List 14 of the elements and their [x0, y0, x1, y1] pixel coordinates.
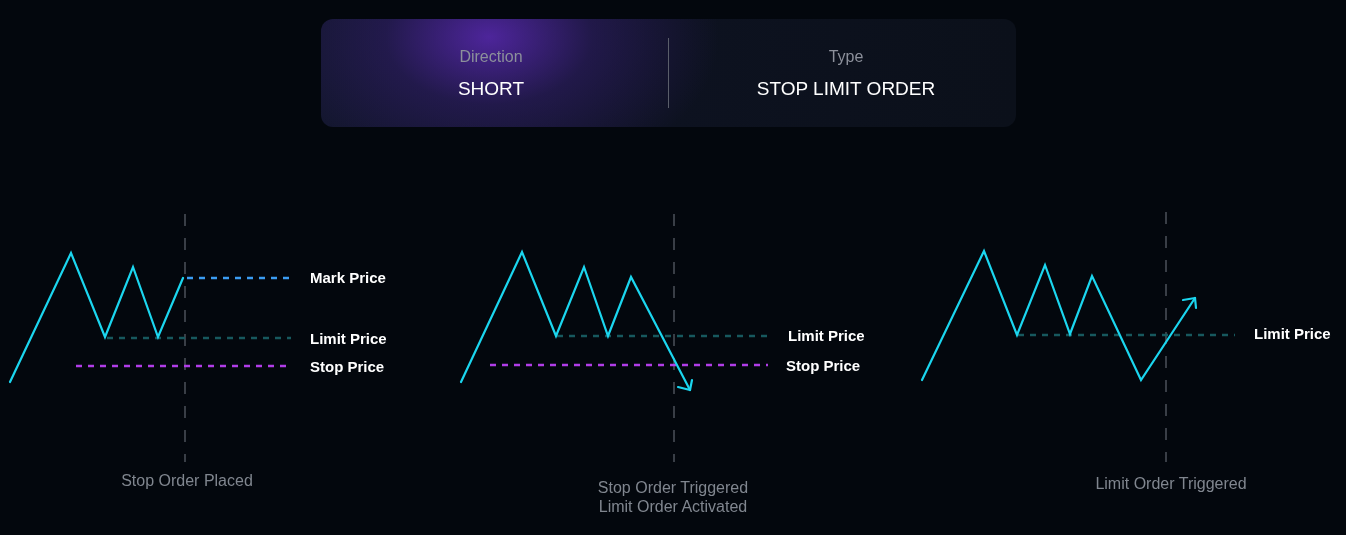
price-label: Stop Price	[310, 358, 385, 376]
price-label: Stop Price	[786, 357, 861, 375]
price-label: Limit Price	[1254, 325, 1331, 343]
step-caption: Stop Order Placed	[121, 471, 253, 491]
field-value: SHORT	[457, 77, 525, 101]
order-info-card	[321, 19, 1016, 127]
price-label: Limit Price	[788, 327, 865, 345]
step-caption: Limit Order Triggered	[1095, 474, 1247, 494]
price-label: Mark Price	[310, 269, 386, 287]
field-label: Direction	[459, 47, 523, 67]
field-value: STOP LIMIT ORDER	[756, 77, 936, 101]
field-label: Type	[828, 47, 864, 67]
price-label: Limit Price	[310, 330, 387, 348]
step-caption: Stop Order Triggered Limit Order Activated	[597, 477, 749, 517]
